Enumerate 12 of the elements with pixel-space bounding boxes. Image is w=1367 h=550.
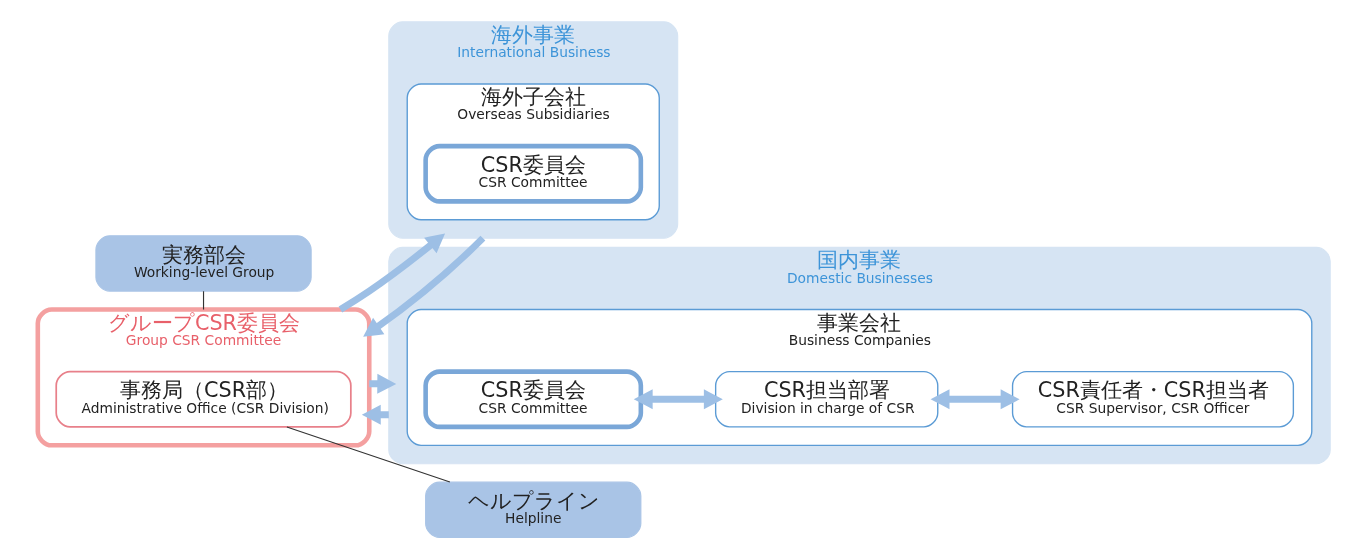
arrow [633,389,723,410]
arrow [930,389,1020,410]
node-box: CSR委員会 CSR Committee [422,143,643,204]
node-box: CSR責任者・CSR担当者 CSR Supervisor, CSR Officer [1011,371,1294,428]
node-box: 実務部会 Working-level Group [94,235,312,292]
node-box: ヘルプライン Helpline [424,481,641,538]
node-box: CSR担当部署 Division in charge of CSR [714,371,938,428]
node-box: CSR委員会 CSR Committee [422,369,643,430]
node-box: 事務局（CSR部） Administrative Office (CSR Division) [54,370,352,428]
connector [202,290,204,311]
arrow [338,233,445,313]
arrow [362,235,485,337]
